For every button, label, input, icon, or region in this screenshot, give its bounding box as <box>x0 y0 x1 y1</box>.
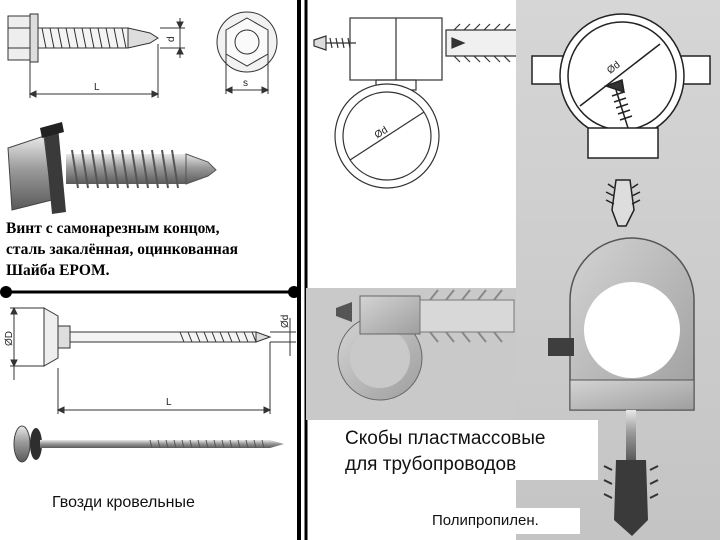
screw-dim-hex: s <box>243 78 248 89</box>
nail-caption: Гвозди кровельные <box>52 494 195 511</box>
screw-caption-line-1: Винт с самонарезным концом, <box>6 220 220 237</box>
screw-dim-diameter: d <box>166 36 177 42</box>
nail-dim-head: ØD <box>4 331 15 346</box>
clamp-drawing-right <box>531 13 711 227</box>
clamp-caption-line-1: Скобы пластмассовые <box>345 428 546 449</box>
screw-caption: Винт с самонарезным концом, сталь закалё… <box>6 218 296 281</box>
clamp-caption: Скобы пластмассовые для трубопроводов <box>345 426 615 478</box>
clamp-drawing <box>313 17 521 189</box>
clamp-caption-bg <box>336 420 598 480</box>
screw-caption-line-3: Шайба EPOM. <box>6 262 110 279</box>
screw-photo <box>7 122 217 214</box>
screw-head <box>7 15 31 61</box>
clamp-caption-line-2: для трубопроводов <box>345 454 517 475</box>
nail-photo <box>13 425 284 463</box>
clamp-photo-right <box>548 237 695 536</box>
divider-dot-right <box>288 286 300 298</box>
screw-dim-length: L <box>94 82 100 93</box>
nail-drawing <box>10 306 296 414</box>
nail-dim-length: L <box>166 397 172 408</box>
screw-drawing <box>7 13 185 98</box>
nail-dim-diameter: Ød <box>280 315 291 328</box>
material-caption-bg <box>428 508 580 534</box>
screw-head-end-view <box>216 11 278 94</box>
divider-dot-left <box>0 286 12 298</box>
material-caption: Полипропилен. <box>432 512 539 529</box>
clamp-photo-left <box>336 289 515 401</box>
screw-caption-line-2: сталь закалённая, оцинкованная <box>6 241 238 258</box>
